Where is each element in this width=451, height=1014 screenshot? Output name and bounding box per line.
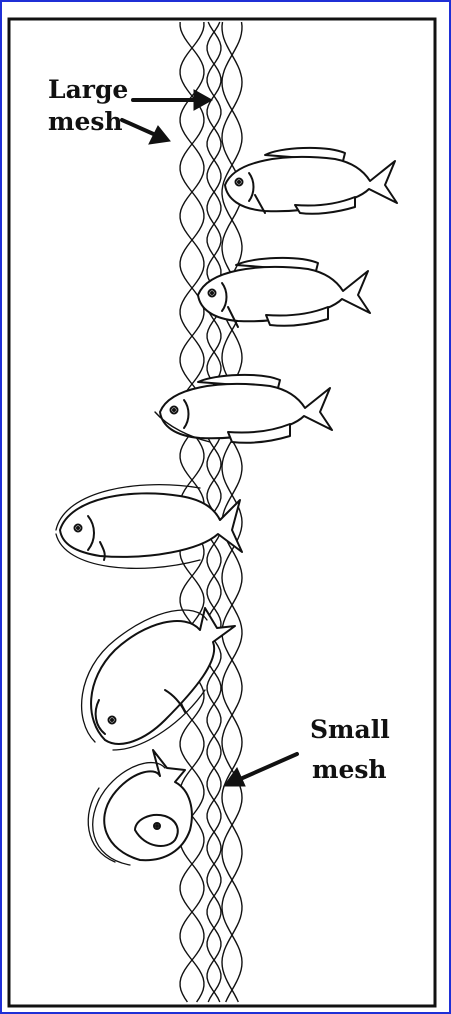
small-mesh-label-line1: Small — [310, 715, 390, 744]
small-mesh-label-line2: mesh — [312, 755, 387, 784]
large-mesh-label-line1: Large — [48, 75, 128, 104]
large-mesh-label-line2: mesh — [48, 107, 123, 136]
